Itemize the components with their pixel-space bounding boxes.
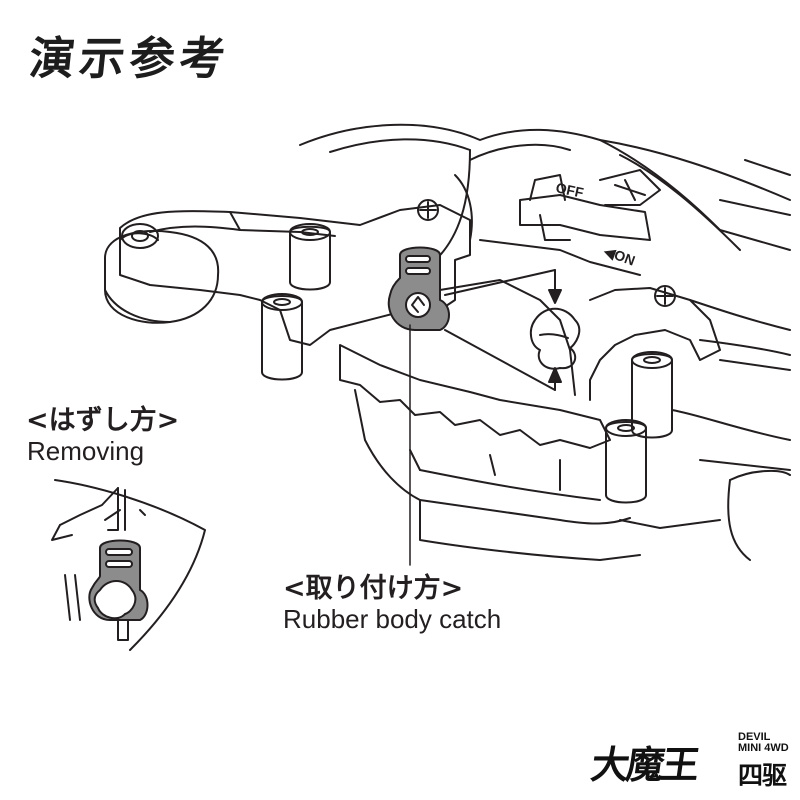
switch-on-mark: ◀ON: [601, 242, 637, 268]
front-frame: [439, 279, 791, 561]
removing-label-jp: <はずし方>: [26, 405, 180, 436]
body-posts: [261, 223, 673, 504]
attaching-label-jp: <取り付け方>: [283, 573, 464, 604]
attaching-label-en: Rubber body catch: [283, 604, 502, 634]
logo-main-text: 大魔王: [588, 742, 700, 787]
bottom-bumper: [339, 344, 721, 561]
left-arm: [104, 204, 471, 346]
removing-inset: [51, 479, 206, 651]
switch-assembly: [479, 169, 661, 276]
logo-sub-cn: 四驱: [738, 761, 787, 790]
rubber-catch-installed: [387, 246, 450, 331]
catch-post: [444, 269, 581, 391]
switch-off-mark: OFF: [554, 179, 585, 201]
logo-sub-mini4wd: MINI 4WD: [738, 742, 789, 754]
devil-mini-4wd-logo: 大魔王 DEVIL MINI 4WD 四驱: [588, 730, 792, 792]
removing-label-en: Removing: [27, 436, 145, 466]
logo-sub-devil: DEVIL: [738, 731, 771, 743]
body-arch-outline: [299, 123, 791, 266]
